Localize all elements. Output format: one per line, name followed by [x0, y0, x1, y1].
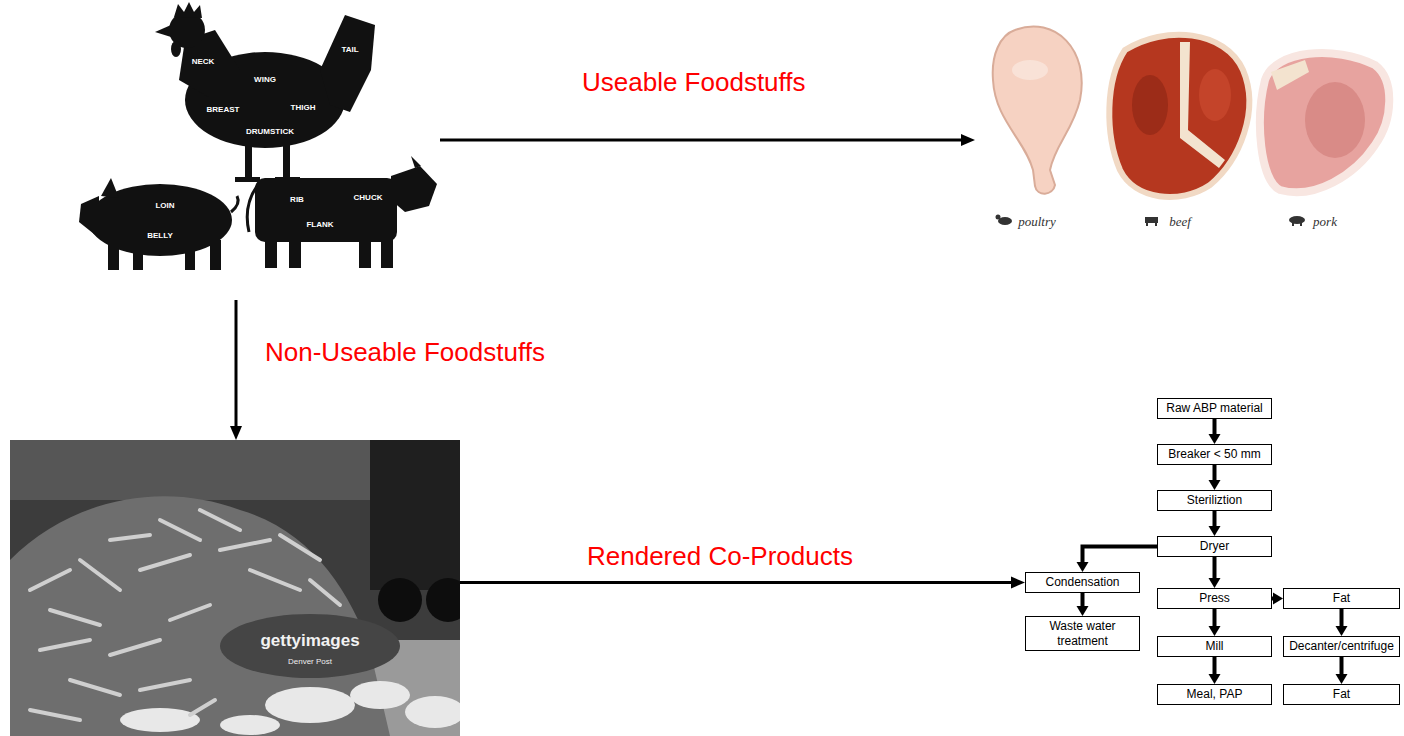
livestock-illustration: NECK WING TAIL BREAST THIGH DRUMSTICK LOIN BELL…: [75, 0, 440, 300]
edge-label: Non-Useable Foodstuffs: [263, 338, 547, 368]
meat-cuts-illustration: poultry beef pork: [975, 10, 1400, 235]
process-box: Condensation: [1025, 572, 1140, 593]
connector-line: [1213, 557, 1217, 580]
cut-label: NECK: [192, 58, 215, 66]
meat-cuts-illustration: [975, 10, 1400, 235]
process-box: Waste water treatment: [1025, 616, 1140, 651]
box-label: Mill: [1206, 639, 1224, 653]
process-box: Raw ABP material: [1157, 398, 1272, 419]
watermark-text: gettyimages: [260, 632, 359, 649]
arrow-head: [1011, 577, 1025, 589]
box-label: Press: [1199, 591, 1230, 605]
connector-line: [235, 300, 238, 429]
box-label: Raw ABP material: [1166, 401, 1263, 415]
arrow-head: [1077, 562, 1089, 572]
process-box: Steriliztion: [1157, 490, 1272, 511]
meat-caption: poultry: [1018, 215, 1056, 228]
connector-line: [1213, 609, 1217, 628]
flow-arrow: [440, 134, 975, 146]
process-arrow: [1209, 465, 1221, 490]
edge-label: Useable Foodstuffs: [580, 68, 808, 98]
connector-line: [1213, 511, 1217, 528]
connector-line: [460, 581, 1014, 584]
process-arrow: [1336, 609, 1348, 636]
process-box: Press: [1157, 588, 1272, 609]
box-label: Breaker < 50 mm: [1168, 447, 1260, 461]
cut-label: CHUCK: [354, 194, 383, 202]
process-arrow: [1209, 657, 1221, 684]
watermark-text: Denver Post: [288, 658, 332, 666]
process-arrow: [1077, 593, 1089, 616]
box-label: Meal, PAP: [1187, 687, 1243, 701]
waste-pile-photo: [10, 440, 460, 736]
process-box: Meal, PAP: [1157, 684, 1272, 705]
connector-line: [1213, 657, 1217, 676]
process-box: Decanter/centrifuge: [1283, 636, 1400, 657]
cut-label: TAIL: [341, 46, 358, 54]
waste-pile-photo: gettyimagesDenver Post: [10, 440, 460, 736]
chicken-silhouette: [155, 2, 375, 182]
process-arrow: [1272, 593, 1283, 605]
meat-caption: beef: [1169, 215, 1191, 228]
process-arrow: [1336, 657, 1348, 684]
box-label: Fat: [1333, 591, 1350, 605]
connector-line: [440, 139, 964, 142]
arrow-head: [961, 134, 975, 146]
connector-line: [1340, 657, 1344, 676]
connector-line: [1081, 593, 1085, 608]
arrow-head: [1273, 593, 1283, 605]
box-label: Fat: [1333, 687, 1350, 701]
beef-steak: [1109, 35, 1249, 197]
arrow-head: [1336, 626, 1348, 636]
cut-label: BREAST: [207, 106, 240, 114]
pig-silhouette: [79, 178, 238, 270]
process-arrow: [1209, 511, 1221, 536]
edge-label: Rendered Co-Products: [585, 542, 855, 572]
cut-label: LOIN: [155, 202, 174, 210]
connector-line: [1213, 419, 1217, 436]
arrow-head: [1077, 606, 1089, 616]
cut-label: RIB: [290, 196, 304, 204]
debris: [120, 681, 460, 735]
process-box: Fat: [1283, 588, 1400, 609]
process-arrow: [1209, 609, 1221, 636]
process-box: Mill: [1157, 636, 1272, 657]
box-label: Waste water treatment: [1029, 619, 1136, 648]
process-box: Fat: [1283, 684, 1400, 705]
cut-label: THIGH: [291, 104, 316, 112]
connector-line: [1340, 609, 1344, 628]
arrow-head: [230, 426, 242, 440]
box-label: Condensation: [1045, 575, 1119, 589]
process-box: Dryer: [1157, 536, 1272, 557]
arrow-head: [1209, 578, 1221, 588]
poultry-leg: [993, 26, 1082, 193]
pork-chop: [1260, 53, 1389, 192]
meat-caption: pork: [1313, 215, 1337, 228]
cut-label: WING: [254, 76, 276, 84]
livestock-illustration: [75, 0, 440, 300]
cut-label: FLANK: [306, 221, 333, 229]
flow-arrow: [230, 300, 242, 440]
arrow-head: [1336, 674, 1348, 684]
process-arrow: [1209, 419, 1221, 444]
arrow-head: [1209, 434, 1221, 444]
box-label: Dryer: [1200, 539, 1229, 553]
box-label: Decanter/centrifuge: [1289, 639, 1394, 653]
arrow-head: [1209, 626, 1221, 636]
box-label: Steriliztion: [1187, 493, 1242, 507]
process-arrow: [1077, 547, 1158, 573]
cut-label: BELLY: [147, 232, 173, 240]
connector-line: [1213, 465, 1217, 482]
flow-arrow: [460, 577, 1025, 589]
cut-label: DRUMSTICK: [246, 128, 294, 136]
cow-silhouette: [247, 156, 437, 268]
connector-line: [1083, 547, 1158, 565]
process-box: Breaker < 50 mm: [1157, 444, 1272, 465]
arrow-head: [1209, 526, 1221, 536]
arrow-head: [1209, 674, 1221, 684]
arrow-head: [1209, 480, 1221, 490]
process-arrow: [1209, 557, 1221, 588]
